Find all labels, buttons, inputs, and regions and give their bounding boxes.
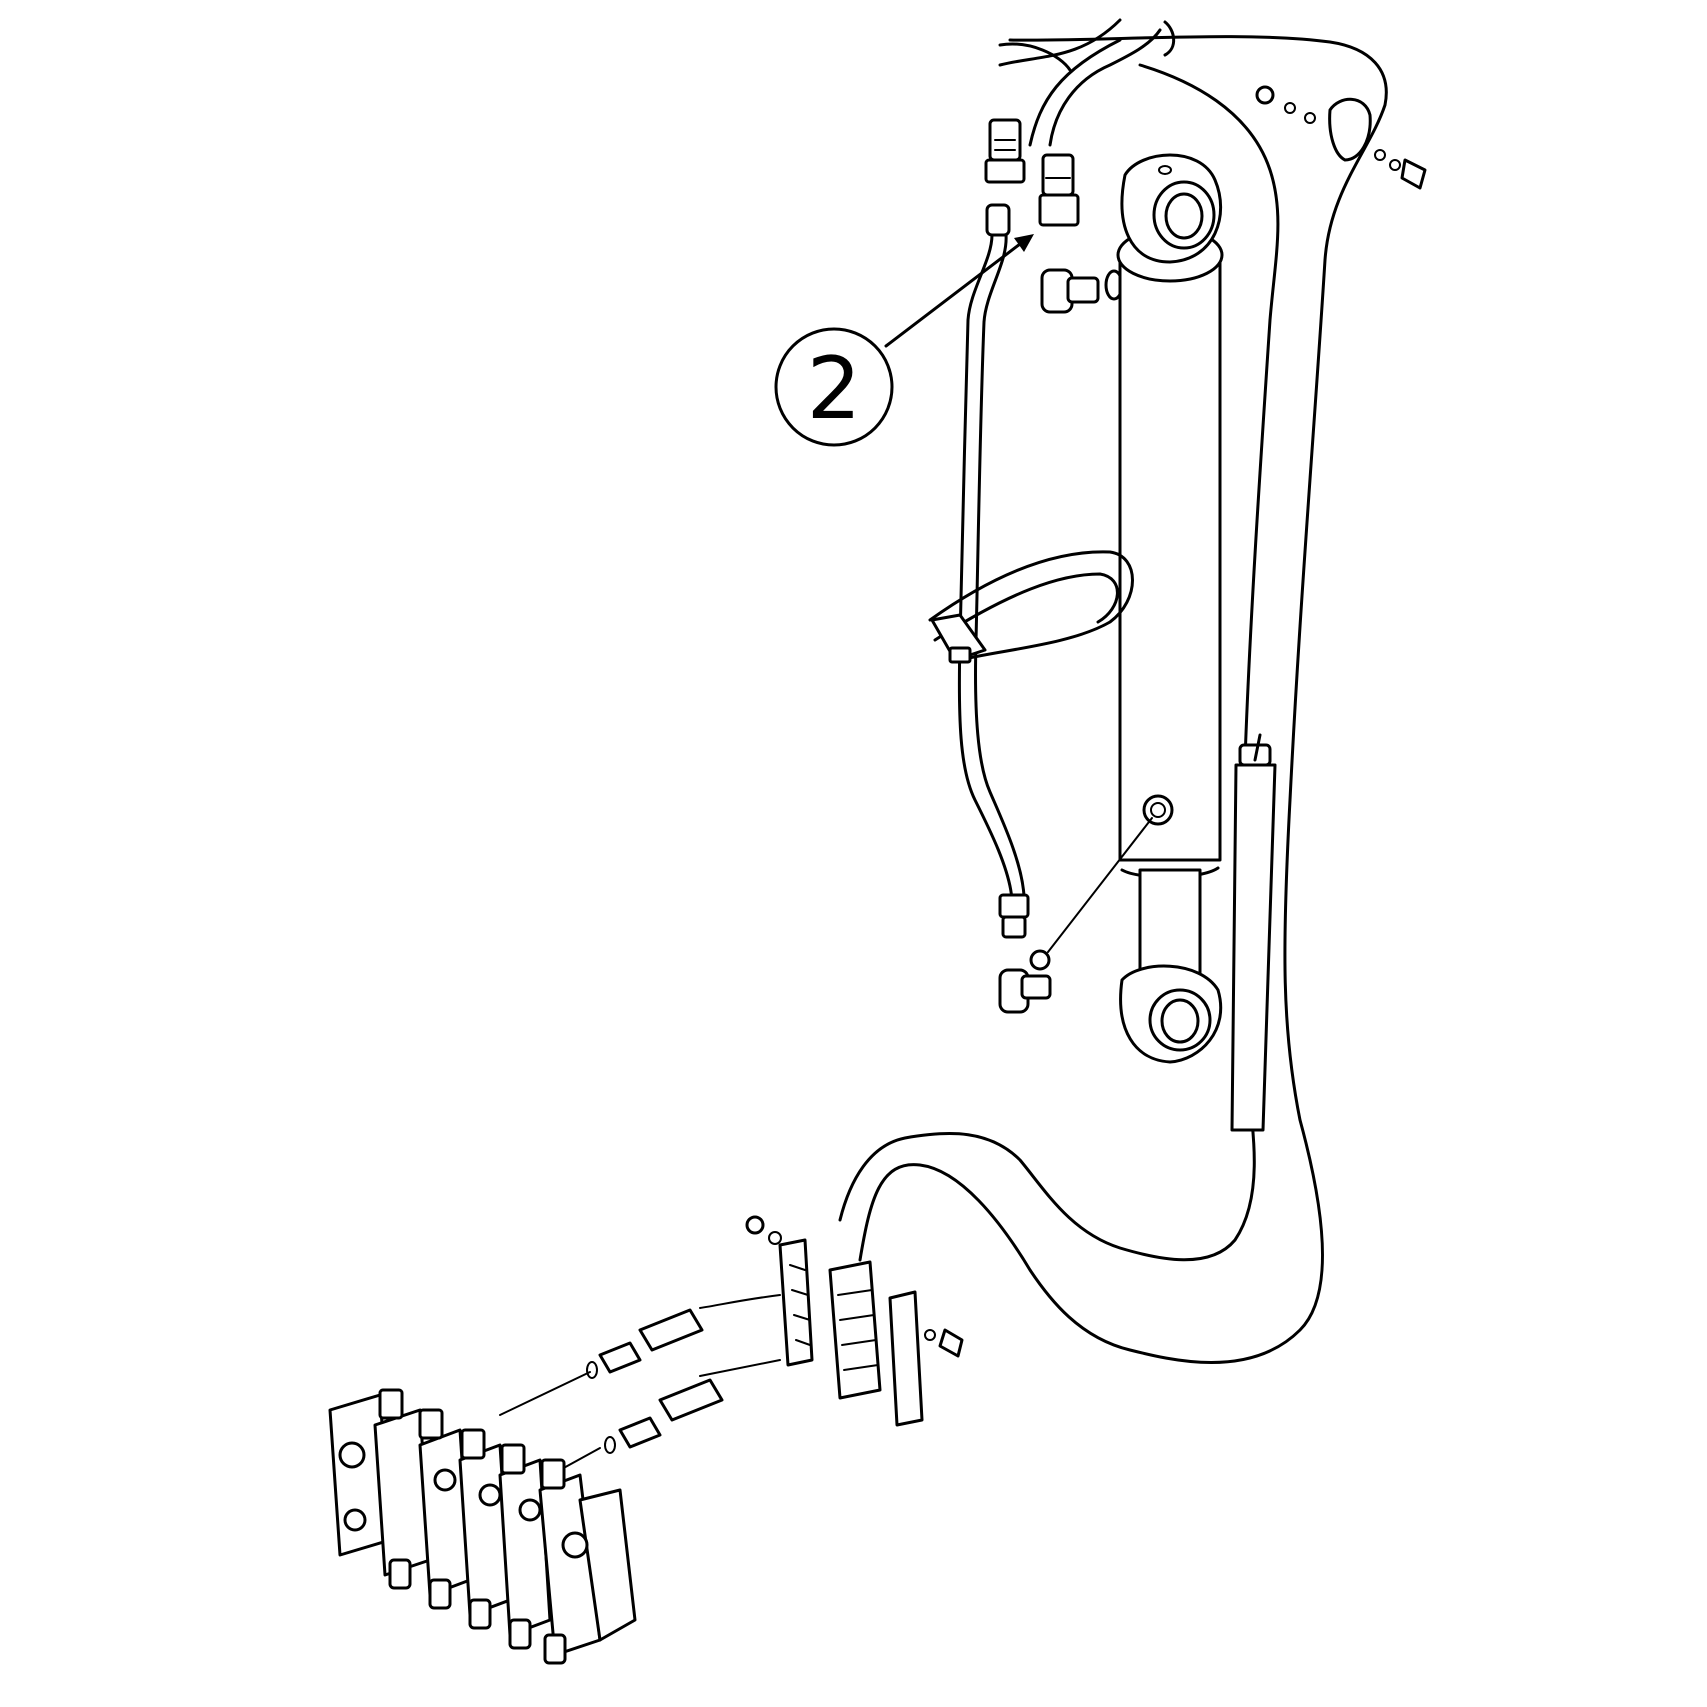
elbow-fitting-lower (998, 817, 1153, 1014)
connector-fittings (499, 1294, 781, 1471)
boom-outline (838, 35, 1388, 1364)
bulkhead-block (828, 1260, 882, 1400)
hose-fitting-right (1038, 153, 1080, 227)
elbow-fitting-upper (1040, 268, 1124, 314)
strap-guard (928, 550, 1134, 664)
steel-tube (957, 203, 1030, 939)
hose-fitting-left (984, 118, 1026, 184)
callout-leader (884, 234, 1034, 348)
hydraulic-cylinder (1116, 153, 1224, 1064)
callout-2-label: 2 (807, 339, 862, 439)
control-valve-bank (328, 1388, 637, 1665)
bulkhead-bracket-left (745, 1215, 814, 1367)
clamp-hardware (1255, 85, 1427, 190)
callout-2: 2 (774, 327, 894, 447)
bulkhead-bracket-right (888, 1290, 964, 1427)
lower-hose (1230, 733, 1277, 1132)
upper-hose (998, 18, 1176, 147)
